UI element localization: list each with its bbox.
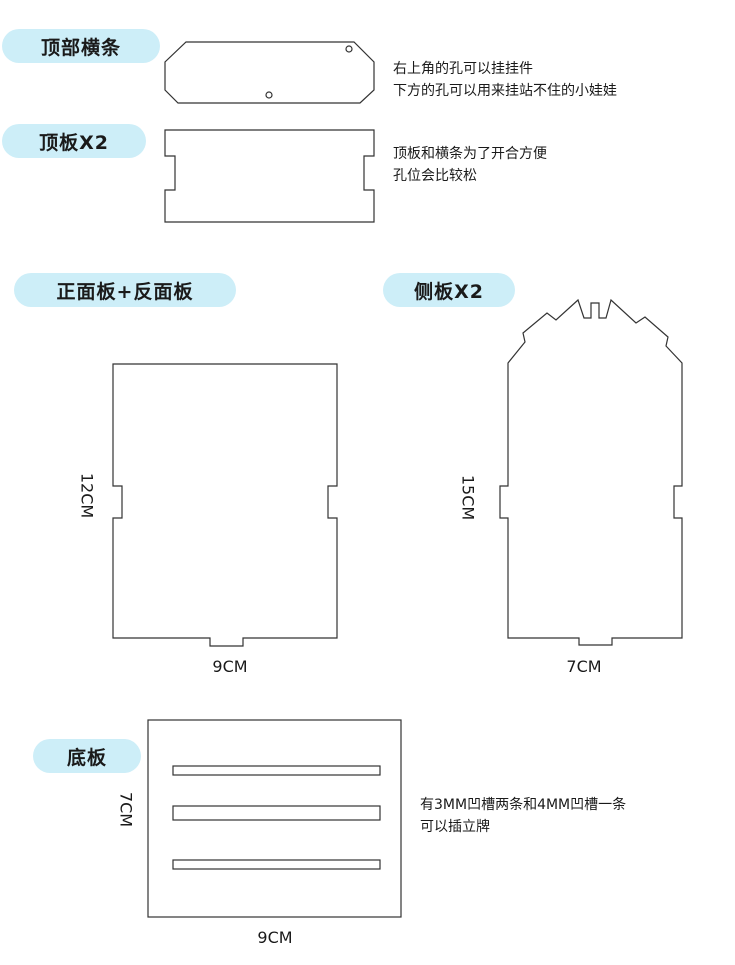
- note-crossbar-line1: 右上角的孔可以挂挂件: [393, 61, 533, 77]
- dim-side-width: 7CM: [566, 657, 602, 676]
- label-side-board: 侧板X2: [383, 273, 515, 307]
- dim-front-width: 9CM: [212, 657, 248, 676]
- side-board-shape: [499, 298, 683, 646]
- note-top-board: 顶板和横条为了开合方便 孔位会比较松: [393, 143, 547, 187]
- bottom-groove-2: [172, 805, 381, 821]
- top-crossbar-shape: [164, 41, 375, 104]
- dim-front-height: 12CM: [77, 472, 97, 519]
- label-top-crossbar: 顶部横条: [2, 29, 160, 63]
- note-crossbar: 右上角的孔可以挂挂件 下方的孔可以用来挂站不住的小娃娃: [393, 58, 617, 102]
- label-front-back: 正面板+反面板: [14, 273, 236, 307]
- note-crossbar-line2: 下方的孔可以用来挂站不住的小娃娃: [393, 83, 617, 99]
- top-board-shape: [164, 129, 375, 223]
- crossbar-hole-upper: [345, 45, 353, 53]
- note-topboard-line1: 顶板和横条为了开合方便: [393, 146, 547, 162]
- bottom-groove-1: [172, 765, 381, 776]
- label-top-board: 顶板X2: [2, 124, 146, 158]
- bottom-groove-3: [172, 859, 381, 870]
- note-topboard-line2: 孔位会比较松: [393, 168, 477, 184]
- label-bottom-board: 底板: [33, 739, 141, 773]
- note-bottom-board: 有3MM凹槽两条和4MM凹槽一条 可以插立牌: [420, 794, 626, 838]
- front-board-shape: [112, 363, 338, 647]
- dim-bottom-width: 9CM: [257, 928, 293, 947]
- dim-bottom-height: 7CM: [116, 791, 136, 828]
- note-bottom-line1: 有3MM凹槽两条和4MM凹槽一条: [420, 797, 627, 813]
- note-bottom-line2: 可以插立牌: [420, 819, 490, 835]
- crossbar-hole-lower: [265, 91, 273, 99]
- dim-side-height: 15CM: [458, 474, 478, 521]
